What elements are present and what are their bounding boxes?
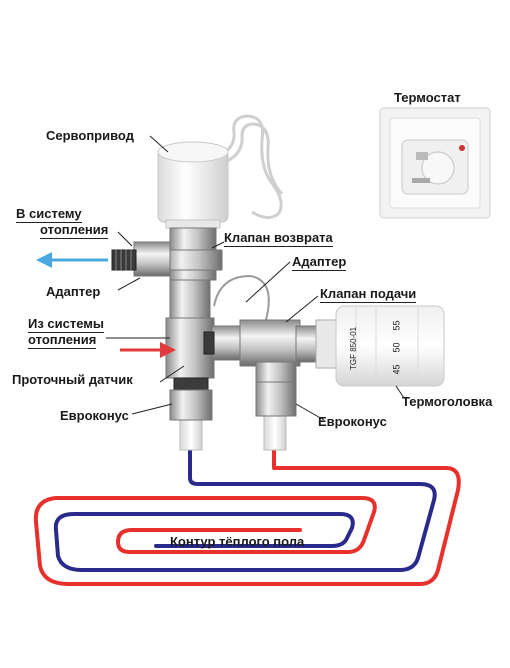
label-floor-loop: Контур тёплого пола <box>170 534 305 549</box>
label-euroconus-right: Евроконус <box>318 414 387 429</box>
label-to-heating-line1: В систему <box>16 206 82 223</box>
thermo-head <box>315 305 445 387</box>
inflow-arrow <box>120 342 176 358</box>
label-to-heating-line2: отопления <box>40 222 109 239</box>
label-from-heating-line1: Из системы <box>28 316 105 333</box>
label-thermo-head: Термоголовка <box>402 394 493 409</box>
thermo-head-mark-45: 45 <box>391 364 402 375</box>
supply-valve-body <box>203 319 319 417</box>
tee-column <box>165 279 215 421</box>
sensor-wire <box>213 274 270 321</box>
thermo-head-mark-50: 50 <box>391 342 402 353</box>
servo-actuator <box>157 141 229 229</box>
servo-cable <box>211 114 284 219</box>
label-from-heating-line2: отопления <box>28 332 97 349</box>
label-adapter-left: Адаптер <box>46 284 101 299</box>
thermostat-device <box>379 107 491 219</box>
label-supply-valve: Клапан подачи <box>320 286 417 303</box>
thermo-head-brand: TGF 850-01 <box>349 326 358 370</box>
label-thermostat: Термостат <box>394 90 461 105</box>
thermo-head-mark-55: 55 <box>391 320 402 331</box>
hot-pipe <box>33 438 461 586</box>
label-adapter-right: Адаптер <box>292 254 347 271</box>
label-servo: Сервопривод <box>46 128 134 143</box>
leader-lines <box>106 135 405 421</box>
cold-pipe <box>53 438 437 572</box>
left-pipe-stub <box>179 417 203 451</box>
outflow-arrow <box>36 252 108 268</box>
label-flow-sensor: Проточный датчик <box>12 372 133 387</box>
right-pipe-stub <box>263 413 287 451</box>
label-return-valve: Клапан возврата <box>224 230 333 247</box>
label-euroconus-left: Евроконус <box>60 408 129 423</box>
left-adapter <box>111 241 171 277</box>
return-valve-body <box>163 227 223 281</box>
floor-loop-pipes <box>33 438 461 586</box>
